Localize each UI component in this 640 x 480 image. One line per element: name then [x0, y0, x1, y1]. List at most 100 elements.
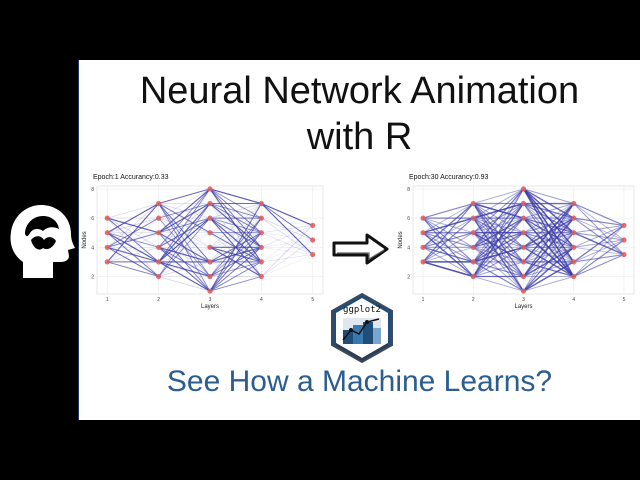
- network-edge: [209, 217, 262, 233]
- network-node: [520, 186, 527, 192]
- network-edge: [473, 188, 524, 204]
- x-tick-label: 5: [623, 297, 626, 303]
- network-edge: [209, 217, 262, 263]
- network-edge: [261, 217, 313, 255]
- network-node: [258, 244, 264, 250]
- network-node: [470, 215, 476, 221]
- head-silhouette-icon: [10, 204, 75, 278]
- network-edge: [473, 246, 524, 277]
- plot-title: Epoch:30 Accurancy:0.93: [409, 174, 489, 181]
- network-node: [520, 288, 527, 294]
- network-edge: [523, 217, 575, 292]
- network-edge: [107, 246, 159, 263]
- network-edge: [261, 202, 313, 226]
- y-axis-label: Nodes: [398, 231, 404, 248]
- network-node: [258, 230, 264, 236]
- plot-title: Epoch:1 Accurancy:0.33: [93, 174, 169, 181]
- network-edge: [261, 203, 314, 241]
- x-tick-label: 2: [472, 297, 475, 303]
- network-node: [571, 259, 577, 265]
- network-edge: [209, 203, 262, 277]
- y-tick-label: 6: [91, 216, 94, 222]
- network-edge: [573, 224, 625, 234]
- network-edge: [422, 246, 474, 263]
- network-node: [520, 273, 527, 280]
- network-edge: [107, 203, 159, 248]
- network-edge: [422, 203, 474, 263]
- network-edge: [261, 239, 313, 263]
- x-tick-label: 1: [106, 297, 109, 303]
- network-edge: [261, 239, 313, 248]
- network-edge: [573, 202, 625, 226]
- network-node: [520, 230, 527, 236]
- x-axis-label: Layers: [201, 304, 219, 310]
- network-node: [470, 259, 476, 265]
- network-node: [310, 222, 316, 229]
- network-edge: [422, 232, 474, 263]
- network-edge: [573, 225, 625, 277]
- network-node: [621, 237, 627, 243]
- network-edge: [261, 254, 313, 263]
- network-node: [156, 215, 162, 221]
- network-edge: [158, 247, 211, 277]
- network-edge: [523, 232, 575, 277]
- network-node: [258, 259, 264, 265]
- network-edge: [422, 203, 474, 248]
- network-edge: [261, 254, 313, 277]
- network-edge: [107, 217, 159, 234]
- network-edge: [158, 188, 211, 248]
- network-edge: [107, 232, 159, 248]
- network-edge: [573, 254, 625, 278]
- network-edge: [472, 203, 524, 248]
- network-edge: [209, 203, 262, 233]
- network-edge: [472, 188, 524, 248]
- network-edge: [158, 188, 211, 205]
- network-node: [571, 244, 577, 250]
- network-edge: [523, 203, 574, 234]
- network-edge: [523, 246, 575, 292]
- network-edge: [422, 232, 474, 263]
- network-edge: [158, 188, 211, 263]
- x-tick-label: 2: [157, 297, 160, 303]
- network-edge: [523, 246, 574, 263]
- network-node: [470, 244, 476, 250]
- network-edge: [523, 276, 574, 292]
- network-node: [104, 215, 110, 221]
- network-node: [310, 251, 316, 258]
- network-edge: [158, 276, 211, 292]
- network-node: [470, 230, 476, 236]
- network-edge: [472, 203, 525, 277]
- network-node: [258, 273, 264, 280]
- y-tick-label: 2: [91, 274, 94, 280]
- slide-title: Neural Network Animation with R: [79, 68, 640, 160]
- network-edge: [573, 239, 625, 277]
- y-axis-label: Nodes: [82, 231, 88, 248]
- network-edge: [209, 232, 262, 248]
- network-edge: [523, 203, 575, 292]
- network-edge: [209, 232, 262, 248]
- network-edge: [209, 203, 262, 219]
- network-edge: [158, 217, 211, 277]
- network-edge: [209, 276, 262, 292]
- network-edge: [158, 188, 211, 219]
- network-edge: [522, 217, 575, 277]
- network-edge: [473, 188, 524, 219]
- ggplot2-hex-logo: ggplot2: [331, 292, 393, 364]
- network-node: [571, 200, 577, 207]
- network-edge: [422, 202, 474, 219]
- network-edge: [106, 203, 160, 263]
- y-tick-label: 2: [407, 274, 410, 280]
- network-edge: [261, 232, 313, 241]
- network-edge: [523, 246, 574, 263]
- network-node: [621, 222, 627, 229]
- network-edge: [261, 247, 313, 255]
- network-edge: [107, 246, 159, 263]
- network-edge: [158, 188, 211, 277]
- x-tick-label: 1: [422, 297, 425, 303]
- x-tick-label: 3: [522, 297, 525, 303]
- network-node: [156, 273, 162, 280]
- network-node: [571, 230, 577, 236]
